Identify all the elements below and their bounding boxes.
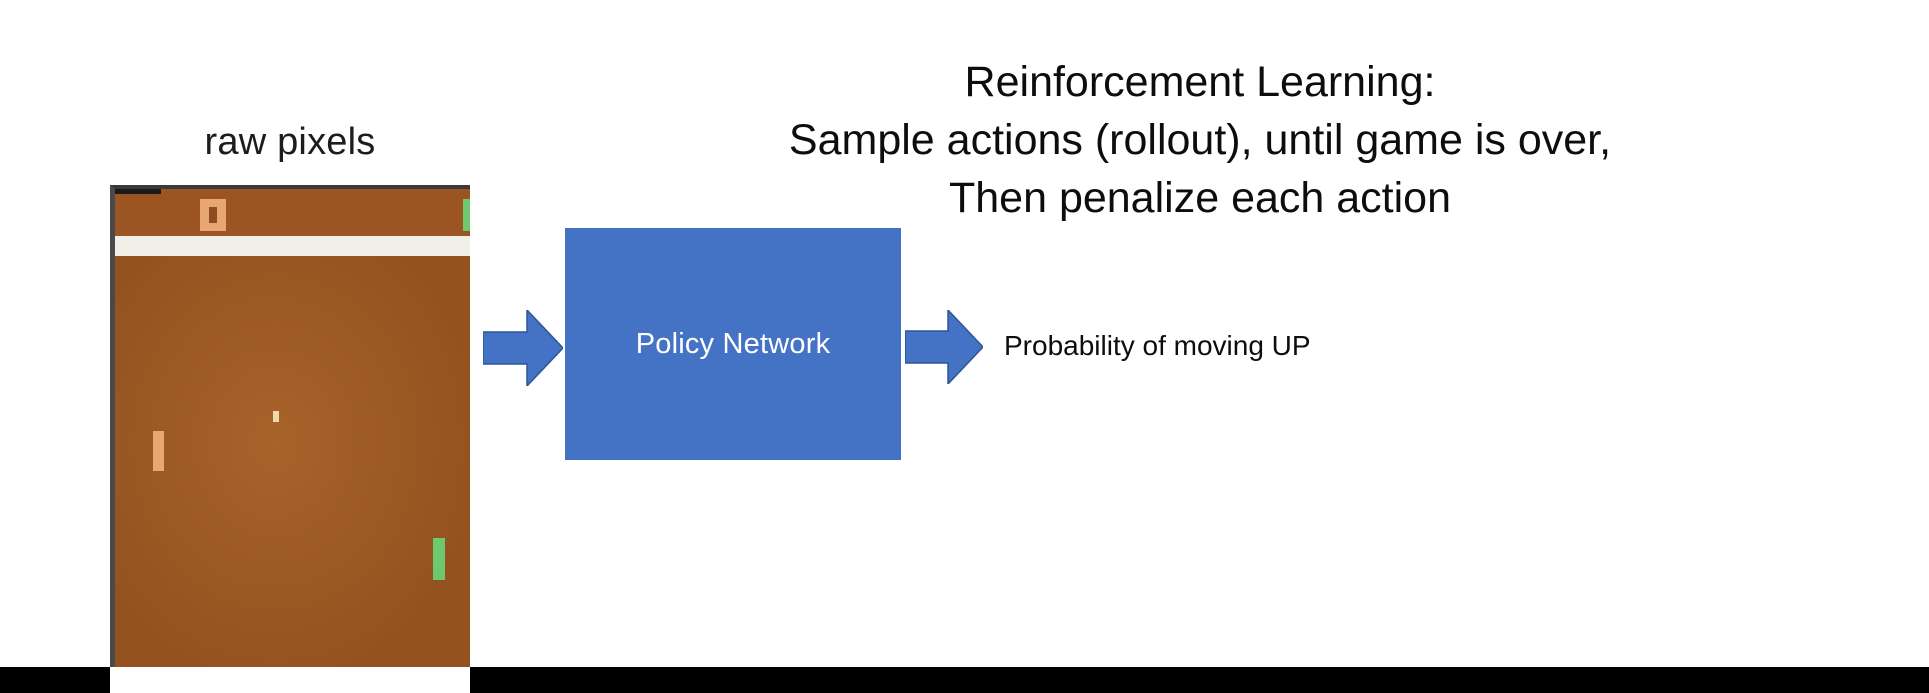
emulator-corner-tick <box>115 189 161 194</box>
pong-playfield <box>115 256 470 667</box>
raw-pixels-caption: raw pixels <box>204 121 376 163</box>
output-label: Probability of moving UP <box>1004 330 1311 361</box>
pong-paddle-left <box>153 431 164 471</box>
output-arrow-icon <box>905 310 983 384</box>
score-digit-right <box>463 199 470 231</box>
pong-paddle-right <box>433 538 445 580</box>
score-digit-left <box>200 199 226 231</box>
heading-line-3: Then penalize each action <box>948 174 1452 222</box>
policy-network-label: Policy Network <box>635 327 831 360</box>
heading-line-2: Sample actions (rollout), until game is … <box>788 116 1612 164</box>
pong-ball <box>273 411 279 422</box>
bottom-black-bar-right <box>470 667 1929 693</box>
heading-line-1: Reinforcement Learning: <box>964 58 1436 106</box>
score-digit-left-hole <box>209 207 217 223</box>
input-arrow-icon <box>483 310 563 386</box>
pong-divider-line <box>115 236 470 256</box>
pong-scoreboard-band <box>115 189 470 236</box>
slide-heading: Reinforcement Learning: Sample actions (… <box>620 53 1780 227</box>
pong-game-screenshot <box>110 185 470 667</box>
policy-network-box[interactable]: Policy Network <box>565 228 901 460</box>
bottom-black-bar-left <box>0 667 110 693</box>
